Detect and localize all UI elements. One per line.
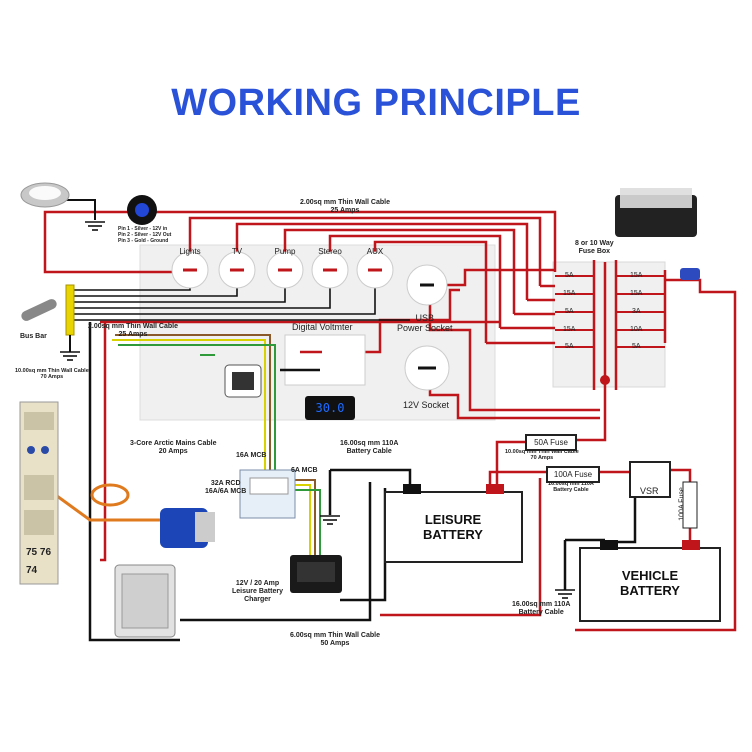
leisure-battery-body: [384, 491, 523, 563]
vsr-label: VSR: [640, 486, 659, 496]
usb-socket-label: USB Power Socket: [397, 313, 453, 333]
mcb-16a-label: 16A MCB: [236, 452, 267, 459]
bus-bar: [65, 284, 75, 336]
fuse-100a-vertical-label: 100A Fuse: [678, 487, 686, 521]
fuse-left-5: 5A: [565, 343, 574, 350]
fuse-100a-box: 100A Fuse: [546, 466, 600, 483]
fuse-right-5: 5A: [632, 343, 641, 350]
fuse-right-1: 15A: [630, 272, 643, 279]
fuse-left-2: 15A: [563, 290, 576, 297]
mains-cable-label: 3-Core Arctic Mains Cable 20 Amps: [130, 440, 217, 455]
leisure-battery-label: LEISURE BATTERY: [423, 512, 483, 542]
switch-pinout-label: Pin 1 - Silver - 12V in Pin 2 - Silver -…: [118, 226, 172, 244]
vehicle-battery-pos-terminal: [682, 540, 700, 550]
fuse-box-label: 8 or 10 Way Fuse Box: [575, 240, 614, 255]
leisure-ground: [320, 515, 340, 525]
bottom-right-cable-label: 16.00sq mm 110A Battery Cable: [512, 601, 571, 616]
vehicle-ground: [555, 589, 575, 599]
digital-voltmeter-label: Digital Voltmter: [292, 322, 353, 332]
fuse-connector-icon: [680, 268, 700, 280]
fuse-right-2: 15A: [630, 290, 643, 297]
hookup-number-2: 74: [26, 565, 38, 576]
bus-bar-picture: [21, 299, 57, 321]
vehicle-battery-neg-terminal: [600, 540, 618, 550]
vehicle-battery-label: VEHICLE BATTERY: [620, 568, 680, 598]
fuse-left-1: 5A: [565, 272, 574, 279]
switch-label-tv: TV: [231, 247, 243, 256]
fuse-box-body: [552, 261, 666, 388]
light-ground-lead: [65, 199, 96, 220]
cable-70a-label: 10.00sq mm Thin Wall Cable 70 Amps: [505, 449, 579, 461]
fuse-right-4: 10A: [630, 326, 643, 333]
fuse-100a-vertical-box: [682, 481, 698, 529]
mains-cable: [112, 334, 276, 470]
socket-cables: [100, 288, 600, 562]
fuse-left-4: 15A: [563, 326, 576, 333]
bus-bar-wires: [70, 285, 410, 321]
leisure-battery-neg-terminal: [403, 484, 421, 494]
light-ground-symbol: [85, 221, 105, 231]
voltmeter-display: 30.0: [305, 396, 355, 420]
leisure-cable-label: 16.00sq mm 110A Battery Cable: [340, 440, 399, 455]
top-red-cables: [43, 210, 557, 343]
top-cable-label: 2.00sq mm Thin Wall Cable 25 Amps: [300, 199, 390, 214]
vsr-box: [629, 461, 671, 498]
fuse-50a-box: 50A Fuse: [525, 434, 577, 451]
switch-label-pump: Pump: [274, 247, 296, 256]
fuse-rows: [555, 275, 665, 348]
cable-110a-mid-label: 16.00sq mm 110A Battery Cable: [548, 481, 594, 493]
vehicle-battery-body: [579, 547, 721, 622]
bus-cable-label: 2.00sq mm Thin Wall Cable 25 Amps: [88, 323, 178, 338]
fuse-to-50a-fuse: [575, 380, 607, 442]
mcb-6a-label: 6A MCB: [291, 467, 318, 474]
bus-to-voltmeter: [88, 322, 180, 642]
rcd-label: 32A RCD 16A/6A MCB: [205, 480, 247, 495]
voltmeter-panel: [284, 334, 366, 386]
bottom-cable-label: 6.00sq mm Thin Wall Cable 50 Amps: [290, 632, 380, 647]
bus-bar-label: Bus Bar: [20, 333, 47, 340]
ground-cable-label: 10.00sq mm Thin Wall Cable 70 Amps: [15, 368, 89, 380]
fuse-left-3: 5A: [565, 308, 574, 315]
switch-label-stereo: Stereo: [318, 247, 342, 256]
fuse-right-3: 3A: [632, 308, 641, 315]
hookup-number-1: 75 76: [26, 547, 52, 558]
switch-label-aux: AUX: [366, 247, 384, 256]
page-title: WORKING PRINCIPLE: [171, 82, 581, 124]
leisure-battery-pos-terminal: [486, 484, 504, 494]
switch-label-lights: Lights: [179, 247, 201, 256]
charger-label: 12V / 20 Amp Leisure Battery Charger: [232, 580, 283, 603]
socket-12v-label: 12V Socket: [403, 400, 450, 410]
ground-symbol: [60, 351, 80, 361]
mains-to-charger: [295, 479, 321, 570]
